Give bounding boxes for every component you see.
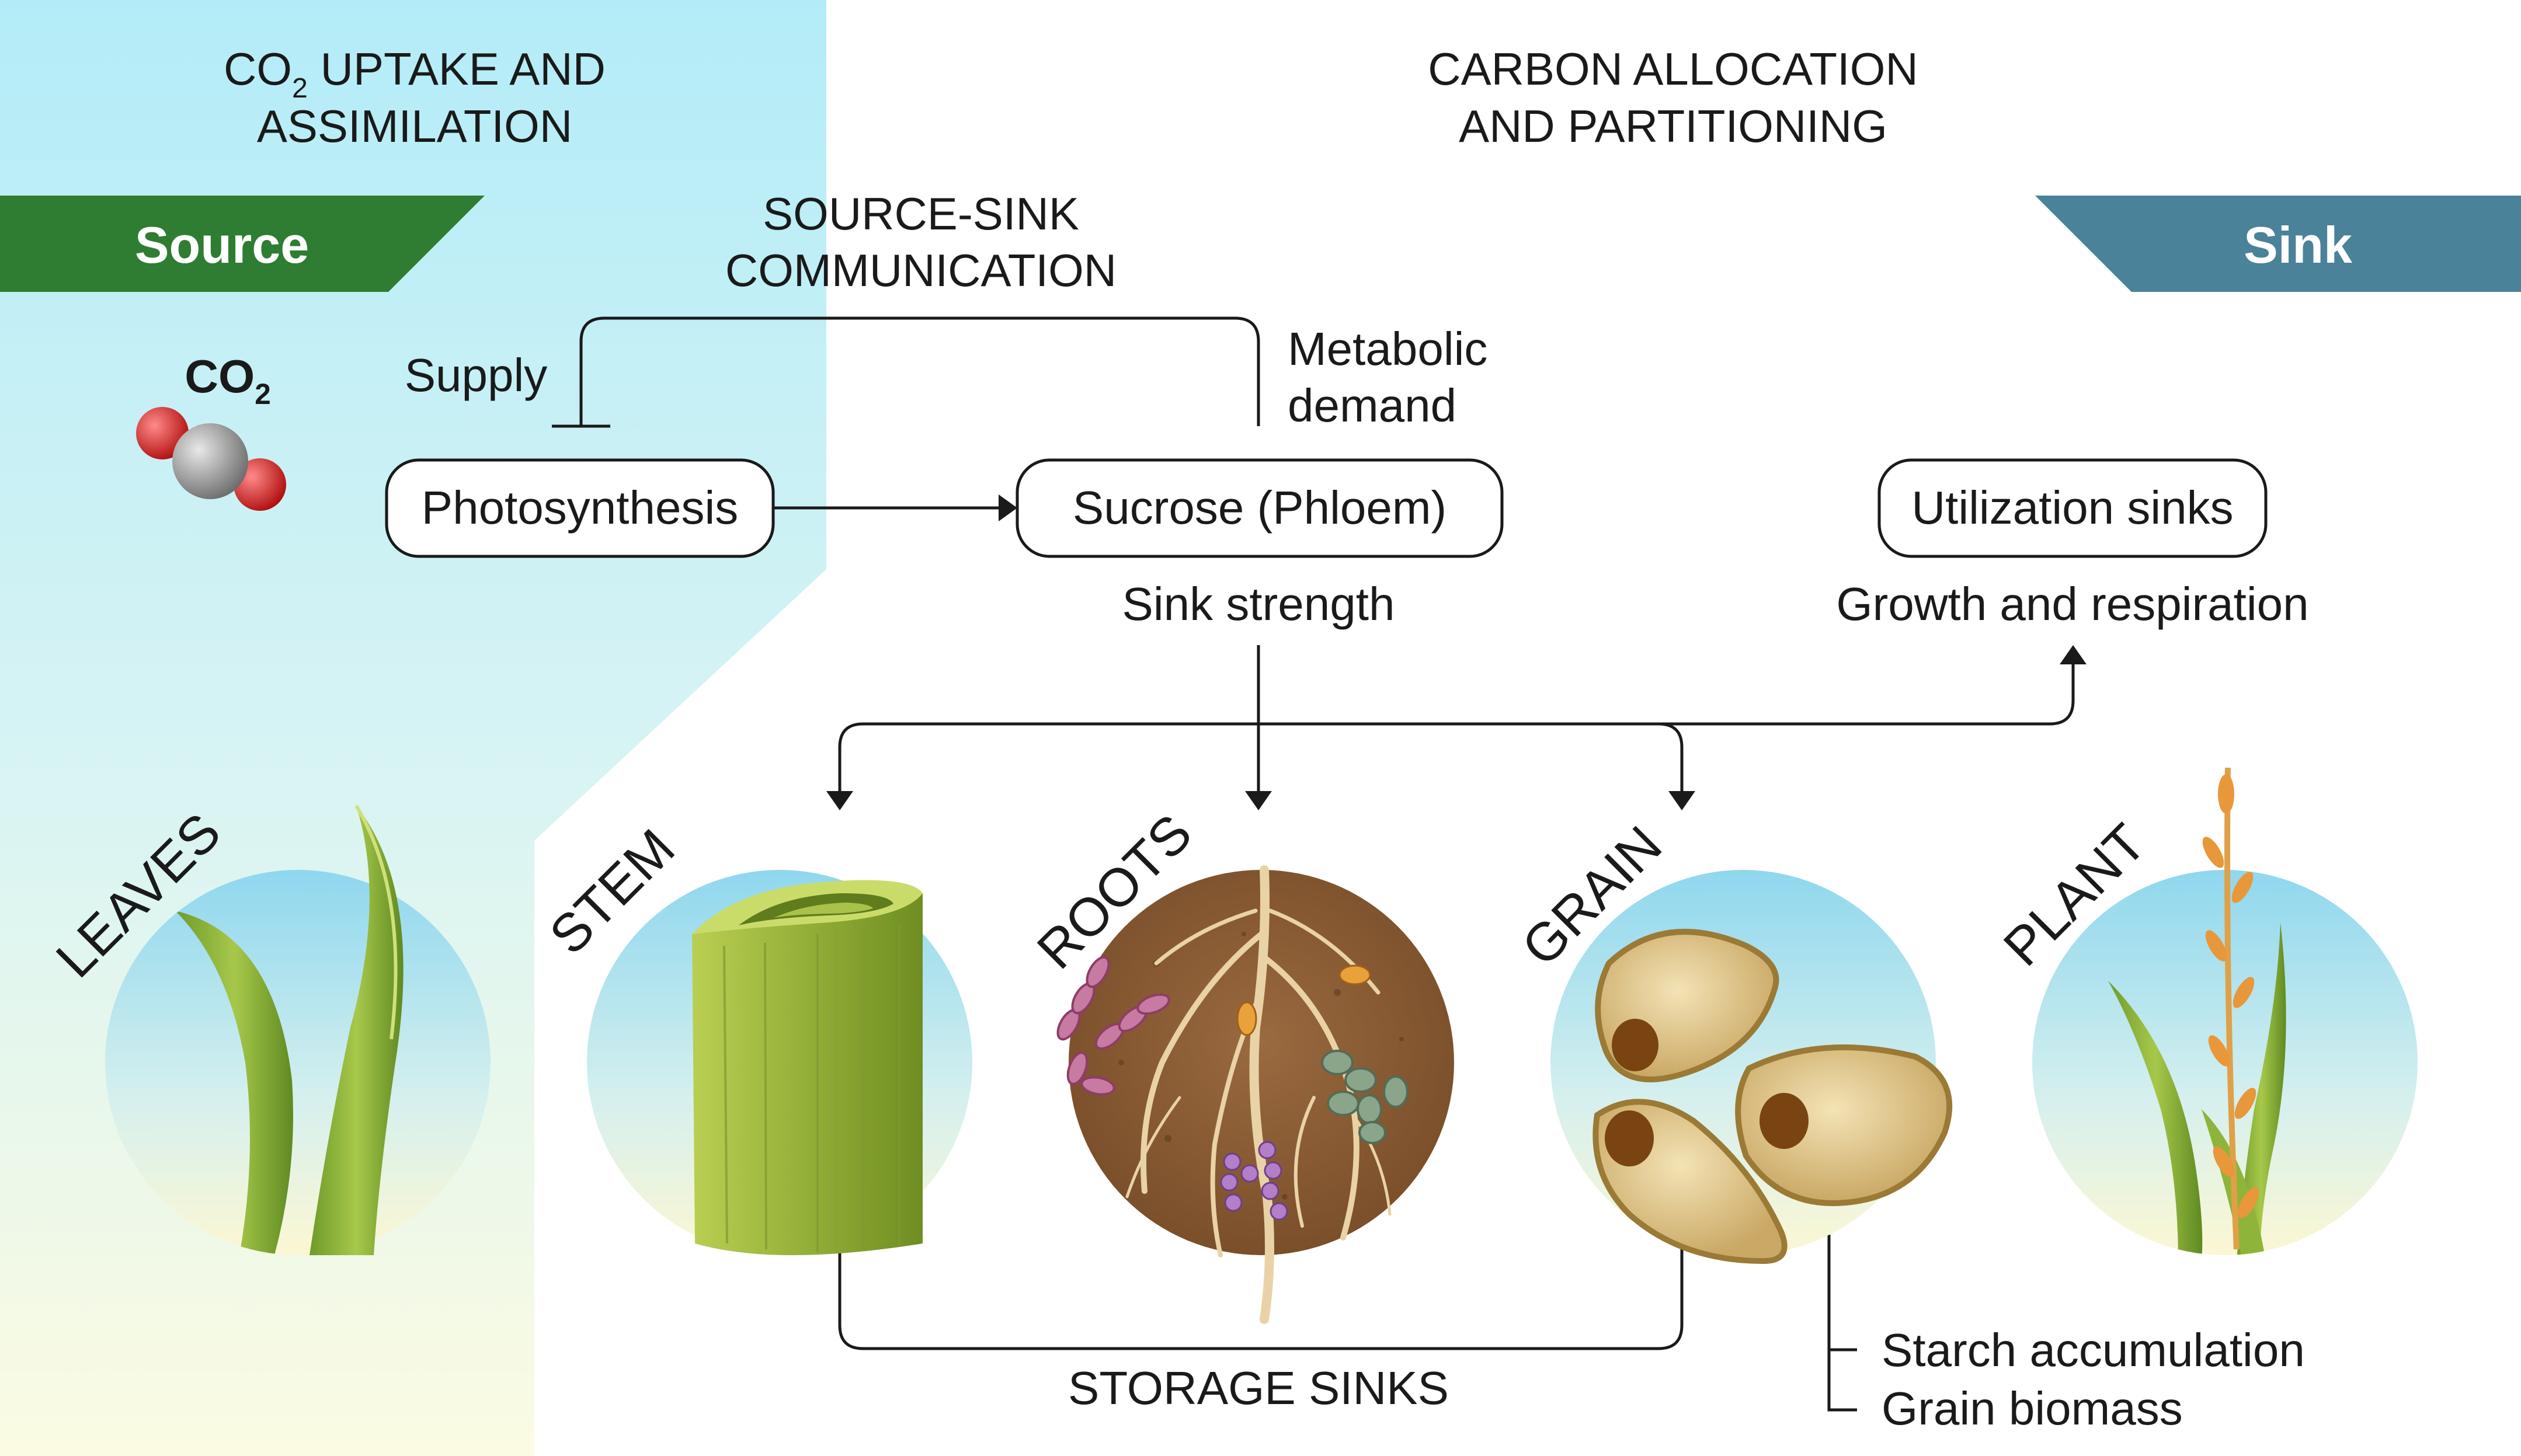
sink-banner-label: Sink [2244,216,2353,274]
plant-illustration: PLANT [1993,767,2418,1255]
photosynthesis-box: Photosynthesis [385,458,775,558]
carbon-atom [172,423,248,499]
growth-respiration-label: Growth and respiration [1836,578,2308,630]
co2-molecule: CO2 [136,350,286,511]
uptake-header-line2: ASSIMILATION [257,100,572,152]
source-banner-label: Source [135,216,309,274]
grain-biomass-label: Grain biomass [1882,1382,2183,1434]
allocation-header-line2: AND PARTITIONING [1459,100,1887,152]
communication-header-line1: SOURCE-SINK [763,188,1079,239]
uptake-header-line1: CO2 UPTAKE AND [224,43,606,104]
roots-illustration: ROOTS [1026,803,1454,1324]
allocation-header-line1: CARBON ALLOCATION [1428,43,1918,95]
photosynthesis-label: Photosynthesis [422,482,739,534]
photosynthesis-arrowhead [999,494,1017,521]
communication-header-line2: COMMUNICATION [725,245,1117,296]
stem-illustration: STEM [538,818,972,1255]
sucrose-label: Sucrose (Phloem) [1073,482,1446,534]
utilization-box: Utilization sinks [1877,458,2268,558]
co2-label: CO2 [185,350,271,410]
metabolic-demand-line2: demand [1288,379,1456,431]
sucrose-box: Sucrose (Phloem) [1016,458,1504,558]
storage-sinks-label: STORAGE SINKS [1068,1362,1449,1414]
grain-outputs-bracket [1827,1235,1857,1412]
grain-illustration: GRAIN [1511,815,1953,1265]
starch-accumulation-label: Starch accumulation [1882,1324,2305,1376]
storage-sinks-bracket [838,1243,1684,1350]
sink-strength-label: Sink strength [1122,578,1395,630]
distribution-arrows [826,645,2087,810]
metabolic-demand-line1: Metabolic [1288,323,1487,375]
utilization-label: Utilization sinks [1911,482,2233,534]
supply-label: Supply [405,349,548,401]
feedback-connector [579,316,1260,426]
sink-banner: Sink [2035,196,2521,292]
source-banner: Source [0,196,485,292]
